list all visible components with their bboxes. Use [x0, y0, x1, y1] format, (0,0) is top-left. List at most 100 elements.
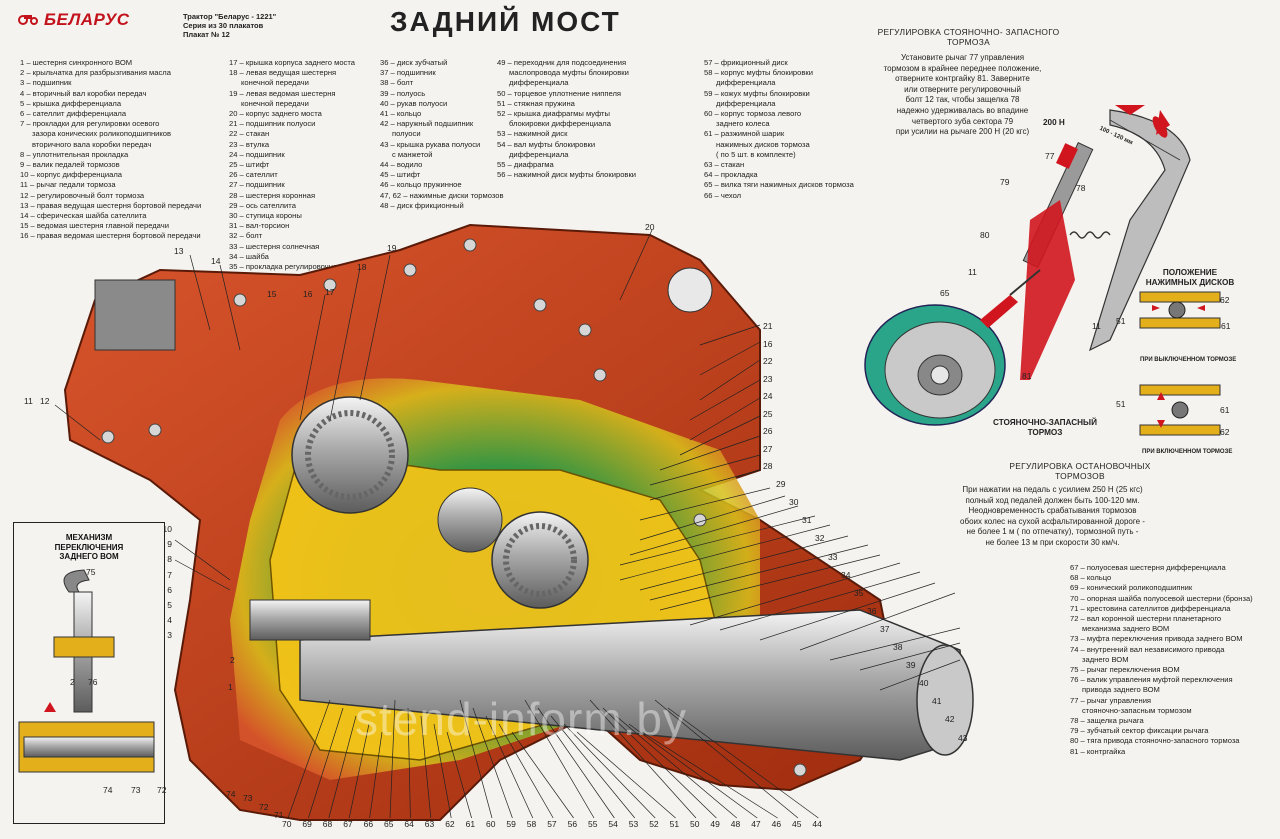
- parking-brake-diagram: [864, 105, 1221, 436]
- legend-entry: привода заднего ВОМ: [1082, 685, 1160, 695]
- inset-title-line: МЕХАНИЗМ: [65, 533, 113, 542]
- legend-entry: ( по 5 шт. в комплекте): [716, 149, 796, 159]
- disc-position-title-line: ПОЛОЖЕНИЕ: [1162, 268, 1218, 277]
- callout-line: [287, 699, 331, 819]
- legend-entry: 14 – сферическая шайба сателлита: [20, 211, 147, 221]
- legend-entry: 72 – вал коронной шестерни планетарного: [1070, 614, 1222, 624]
- callout-number: 41: [932, 696, 942, 707]
- disc-on-caption: ПРИ ВКЛЮЧЕННОМ ТОРМОЗЕ: [1142, 449, 1233, 455]
- callout-number: 64: [404, 819, 414, 829]
- callout-number: 39: [906, 660, 916, 671]
- callout-number: 7: [167, 569, 172, 580]
- service-brake-instructions: При нажатии на педаль с усилием 250 Н (2…: [905, 485, 1200, 549]
- legend-entry: 3 – подшипник: [20, 78, 72, 88]
- legend-entry: 7 – прокладки для регулировки осевого: [20, 119, 160, 129]
- legend-entry: конечной передачи: [241, 78, 309, 88]
- callout-line: [407, 707, 411, 819]
- callout-number: 22: [763, 356, 773, 366]
- callout-number: 71: [274, 810, 284, 820]
- legend-entry: 39 – полуось: [380, 88, 426, 98]
- gear-teeth: [503, 523, 577, 597]
- legend-entry: 10 – корпус дифференциала: [20, 170, 122, 180]
- legend-entry: 21 – подшипник полуоси: [229, 119, 316, 129]
- parking-brake-heading-line: ТОРМОЗА: [947, 37, 990, 47]
- callout-number: 31: [802, 515, 812, 526]
- callout-number: 15: [267, 289, 277, 299]
- callout-number: 9: [167, 539, 172, 550]
- callout-number: 21: [763, 321, 773, 331]
- sun-gear: [437, 487, 503, 553]
- callout-line: [576, 731, 676, 819]
- legend-entry: 31 – вал-торсион: [229, 221, 290, 231]
- callout-number: 4: [167, 615, 172, 626]
- callout-number: 23: [763, 373, 773, 384]
- callout-number: 30: [789, 497, 799, 508]
- legend-entry: 69 – конический роликоподшипник: [1070, 583, 1193, 593]
- callout-number: 37: [880, 623, 890, 634]
- legend-entry: 46 – кольцо пружинное: [380, 180, 462, 190]
- callout-number: 58: [526, 819, 537, 829]
- instruction-line: отверните контргайку 81. Заверните: [895, 74, 1030, 84]
- callout-number: 16: [303, 289, 313, 299]
- legend-entry: 15 – ведомая шестерня главной передачи: [20, 221, 169, 231]
- legend-entry: 2 – крыльчатка для разбрызгивания масла: [20, 68, 171, 78]
- tractor-logo-icon: [18, 10, 40, 30]
- legend-entry: 9 – валик педалей тормозов: [20, 160, 120, 170]
- callout-line: [667, 707, 819, 819]
- instruction-line: При нажатии на педаль с усилием 250 Н (2…: [962, 485, 1143, 494]
- mounting-bracket: [1020, 200, 1075, 380]
- legend-entry: 67 – полуосевая шестерня дифференциала: [1070, 563, 1226, 572]
- instruction-line: или отверните регулировочный: [904, 84, 1021, 94]
- instruction-line: обоих колес на сухой асфальтированной до…: [960, 516, 1145, 526]
- callout-number: 36: [867, 605, 877, 616]
- instruction-line: не более 13 м при скорости 30 км/ч.: [985, 537, 1120, 547]
- callout-number: 62: [1220, 295, 1230, 305]
- callout-number: 10: [162, 524, 172, 534]
- callout-line: [328, 715, 357, 819]
- legend-entry: 22 – стакан: [229, 129, 270, 139]
- legend-entry: 28 – шестерня коронная: [229, 190, 316, 200]
- legend-entry: дифференциала: [716, 78, 776, 88]
- inset-title-line: ЗАДНЕГО ВОМ: [59, 552, 119, 561]
- instruction-line: четвертого зуба сектора 79: [911, 116, 1014, 126]
- legend-entry: 74 – внутренний вал независимого привода: [1070, 644, 1225, 654]
- callout-number: 46: [771, 819, 782, 829]
- legend-entry: 56 – нажимной диск муфты блокировки: [497, 170, 637, 180]
- legend-entry: 81 – контргайка: [1070, 746, 1126, 756]
- legend-entry: 44 – водило: [380, 160, 423, 170]
- callout-number: 38: [893, 642, 903, 652]
- callout-number: 50: [690, 819, 700, 829]
- callout-number: 72: [157, 785, 167, 795]
- callout-number: 13: [174, 246, 184, 256]
- callout-number: 52: [649, 819, 659, 829]
- brand-name: БЕЛАРУС: [44, 10, 130, 29]
- disc-off-caption: ПРИ ВЫКЛЮЧЕННОМ ТОРМОЗЕ: [1140, 357, 1237, 363]
- brake-linkage: [1009, 269, 1041, 296]
- legend-entry: вторичного вала коробки передач: [32, 139, 152, 149]
- instruction-line: тормозом в крайнее переднее положение,: [883, 63, 1042, 73]
- legend-entry: 75 – рычаг переключения ВОМ: [1070, 665, 1180, 675]
- callout-number: 59: [506, 819, 516, 829]
- instruction-line: не более 1 м ( по отпечатку), тормозной …: [966, 527, 1139, 537]
- callout-number: 56: [567, 819, 578, 829]
- callout-line: [524, 699, 595, 819]
- legend-entry: 55 – диафрагма: [497, 160, 554, 170]
- series-line: Трактор "Беларус - 1221": [183, 12, 277, 21]
- callout-number: 11: [1092, 321, 1101, 331]
- callout-number: 25: [763, 408, 773, 419]
- callout-line: [446, 731, 472, 819]
- callout-line: [589, 699, 697, 819]
- legend-entry: 25 – штифт: [229, 160, 270, 170]
- legend-entry: нажимных дисков тормоза: [716, 139, 810, 149]
- callout-number: 63: [424, 819, 435, 829]
- instruction-line: болт 12 так, чтобы защелка 78: [905, 95, 1020, 105]
- callout-line: [628, 723, 758, 819]
- callout-number: 29: [776, 479, 786, 490]
- callout-number: 61: [1221, 321, 1231, 331]
- callout-number: 33: [828, 551, 838, 562]
- legend-entry: с манжетой: [392, 149, 433, 159]
- lever-handle: [1152, 116, 1168, 138]
- brake-arrow-icon: [980, 295, 1018, 328]
